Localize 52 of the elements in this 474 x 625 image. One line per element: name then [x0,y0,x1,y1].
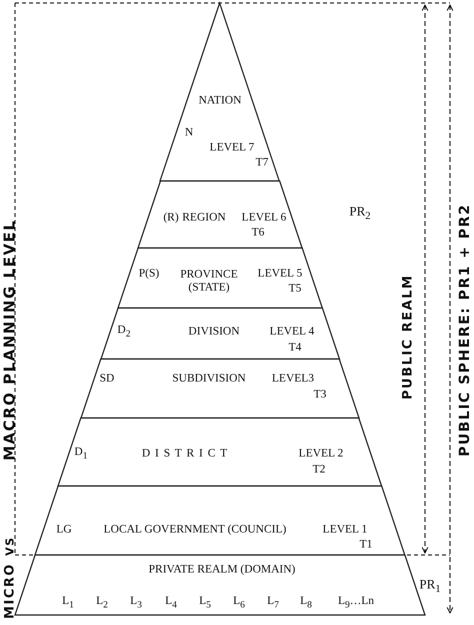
tier-title: N [184,126,194,140]
pyramid-tier [160,3,280,181]
pyramid-tier [58,418,382,486]
level-label: L$_{9}$…Ln [338,595,374,611]
axis-title: MICRO [4,563,16,619]
zone-label: PR$_{2}$ [349,204,371,222]
abbreviation-label: SD [100,372,114,386]
tier-title: D I S T R I C T [142,448,228,460]
level-label: LEVEL3 [272,372,314,386]
tier-code: T2 [312,464,326,476]
axis-title: MACRO PLANNING LEVEL [2,219,18,461]
tier-code: T7 [256,156,268,170]
pyramid-tier [35,486,405,555]
level-label: L$_{4}$ [165,595,177,611]
abbreviation-label: D$_{2}$ [117,324,131,340]
pyramid-tier [118,248,322,308]
tier-code: T6 [252,226,264,240]
abbreviation-label: D$_{1}$ [74,446,88,462]
level-label: L$_{7}$ [267,595,279,611]
tier-title: LOCAL GOVERNMENT (COUNCIL) [104,524,286,536]
pyramid-tier [100,308,340,359]
level-label: LEVEL 4 [270,326,314,338]
abbreviation-label: LG [56,524,72,536]
tier-code: T1 [360,538,372,552]
level-label: LEVEL 7 [210,142,254,154]
tier-title: DIVISION [188,326,240,338]
zone-label: PR$_{1}$ [419,577,441,595]
level-label: LEVEL 1 [322,524,368,536]
level-label: L$_{3}$ [130,595,142,611]
abbreviation-label: (R) [163,212,179,224]
tier-code: T3 [314,388,326,402]
level-label: L$_{8}$ [300,595,312,611]
level-label: LEVEL 6 [242,212,286,224]
realm-title: PRIVATE REALM (DOMAIN) [148,564,296,576]
tier-title: REGION [182,212,226,224]
tier-title: SUBDIVISION [172,372,246,386]
level-label: L$_{1}$ [62,595,74,611]
dimension-label: PUBLIC REALM [402,274,414,400]
abbreviation-label: P(S) [138,268,160,280]
tier-code: T4 [288,342,302,354]
pyramid-tier [138,181,302,248]
level-label: L$_{6}$ [233,595,245,611]
tier-code: T5 [288,282,302,296]
level-label: L$_{2}$ [96,595,108,611]
pyramid-tier [80,359,359,418]
axis-title: VS [4,536,16,556]
abbreviation-label: NATION [198,94,242,108]
dimension-label: PUBLIC SPHERE: PR1 + PR2 [458,203,472,457]
tier-title: PROVINCE (STATE) [179,268,239,294]
level-label: LEVEL 5 [258,268,302,280]
level-label: LEVEL 2 [298,448,344,460]
level-label: L$_{5}$ [199,595,211,611]
